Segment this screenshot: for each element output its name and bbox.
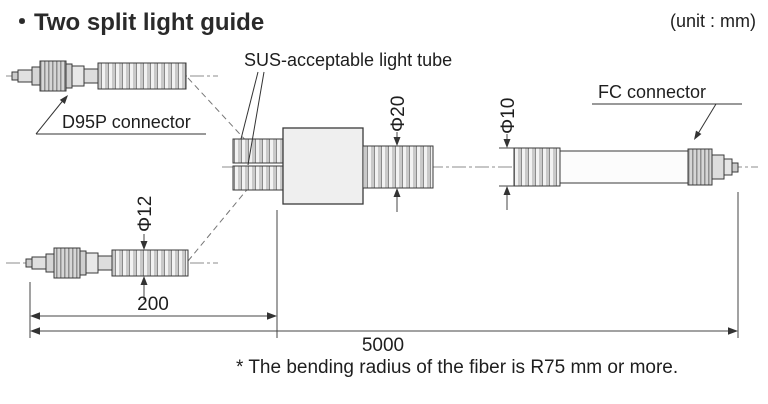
fc-barrel	[723, 158, 733, 176]
leader-fc: FC connector	[592, 82, 742, 140]
d95p-connector-top	[11, 60, 187, 92]
arrowhead-down	[503, 139, 511, 148]
ribbed-flex-tube	[513, 147, 561, 187]
junction-block	[282, 127, 364, 205]
dim-label-200: 200	[137, 294, 169, 315]
leader-line	[695, 103, 717, 138]
dim-label-phi10: Φ10	[498, 98, 519, 134]
light-tube-body	[559, 150, 691, 184]
extension-lines	[29, 192, 739, 338]
arrowhead-up	[503, 186, 511, 195]
connector-ring	[79, 250, 87, 276]
dim-5000: 5000	[30, 327, 738, 356]
ribbed-flex-tube-out	[362, 145, 434, 189]
arrowhead-down	[140, 241, 148, 250]
fc-ferrule-tip	[731, 162, 739, 173]
unit-note: (unit : mm)	[670, 11, 756, 31]
continuation-lines	[187, 77, 251, 262]
dim-phi10: Φ10	[498, 98, 519, 210]
arrowhead-right	[267, 312, 277, 320]
dim-label-phi12: Φ12	[135, 196, 156, 232]
leader-arrowhead	[59, 95, 68, 104]
connector-collar	[31, 66, 41, 86]
dashed-link-bottom	[187, 185, 251, 262]
arrowhead-up	[140, 276, 148, 285]
knurled-nut	[53, 247, 81, 279]
label-d95p: D95P connector	[62, 112, 191, 132]
connector-ferrule	[17, 69, 33, 83]
leader-arrowhead	[694, 130, 702, 140]
dim-phi12: Φ12	[135, 196, 156, 300]
connector-ring	[65, 63, 73, 89]
leader-line	[247, 71, 265, 166]
page-title: ・Two split light guide	[10, 9, 264, 36]
leader-d95p: D95P connector	[35, 95, 206, 135]
arrowhead-right	[728, 327, 738, 335]
dim-200: 200	[30, 294, 277, 320]
ribbed-flex-tube-lower-in	[232, 165, 284, 191]
fc-hex	[711, 154, 725, 180]
ribbed-flex-tube-upper-in	[232, 138, 284, 164]
label-sus-tube: SUS-acceptable light tube	[244, 50, 452, 70]
split-junction	[232, 127, 434, 205]
strain-relief	[83, 68, 99, 84]
dim-label-phi20: Φ20	[388, 96, 409, 132]
fc-knurled-nut	[687, 148, 713, 186]
leader-line	[240, 71, 259, 140]
ribbed-flex-tube	[97, 62, 187, 90]
label-fc: FC connector	[598, 82, 706, 102]
connector-ferrule	[31, 256, 47, 270]
leader-sus-tube: SUS-acceptable light tube	[240, 50, 452, 166]
arrowhead-left	[30, 327, 40, 335]
arrowhead-down	[393, 137, 401, 146]
connector-body	[71, 65, 85, 87]
strain-relief	[97, 255, 113, 271]
arrowhead-up	[393, 188, 401, 197]
dim-phi20: Φ20	[388, 96, 409, 212]
dim-label-5000: 5000	[362, 335, 404, 356]
connector-body	[85, 252, 99, 274]
ribbed-flex-tube	[111, 249, 189, 277]
footnote: * The bending radius of the fiber is R75…	[236, 357, 678, 378]
knurled-nut	[39, 60, 67, 92]
output-assembly	[513, 147, 739, 187]
d95p-connector-bottom	[25, 247, 189, 279]
leader-line	[35, 97, 66, 135]
connector-tip	[25, 258, 33, 268]
connector-collar	[45, 253, 55, 273]
dashed-link-top	[187, 77, 251, 146]
arrowhead-left	[30, 312, 40, 320]
connector-tip	[11, 71, 19, 81]
